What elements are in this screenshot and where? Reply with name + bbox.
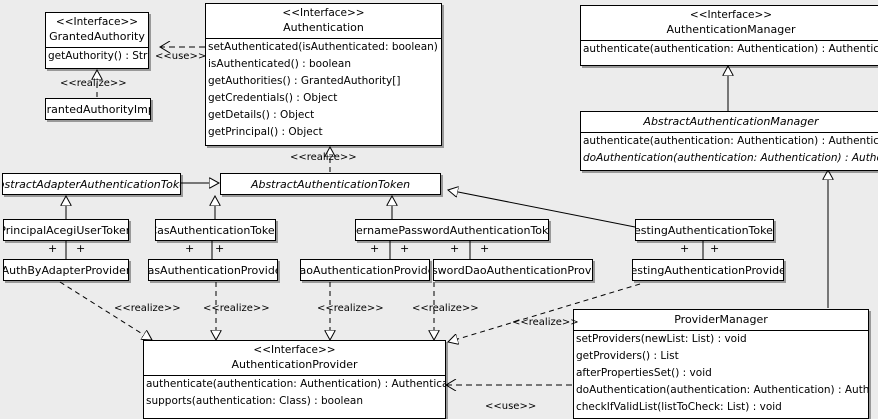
class-name: AuthenticationManager [666, 23, 796, 36]
operation: doAuthentication(authentication: Authent… [576, 384, 869, 396]
class-provider-manager[interactable]: ProviderManager setProviders(newList: Li… [573, 309, 869, 419]
class-authentication-manager[interactable]: <<Interface>> AuthenticationManager auth… [580, 5, 878, 66]
class-password-dao-authentication-provider[interactable]: PasswordDaoAuthenticationProvider [433, 259, 593, 281]
stereotype-label: <<Interface>> [55, 16, 139, 28]
class-name: PrincipalAcegiUserToken [3, 223, 129, 237]
class-principal-acegi-user-token[interactable]: PrincipalAcegiUserToken [3, 219, 129, 241]
class-name: TestingAuthenticationToken [635, 223, 774, 237]
class-name: AbstractAdapterAuthenticationToken [3, 177, 180, 191]
class-abstract-authentication-manager[interactable]: AbstractAuthenticationManager authentica… [580, 111, 878, 171]
operations-compartment: getAuthority() : String [46, 47, 148, 65]
stereotype-label: <<Interface>> [282, 7, 365, 19]
class-name: AuthByAdapterProvider [3, 263, 129, 277]
multiplicity-plus: + [185, 242, 195, 255]
operation: getDetails() : Object [208, 109, 315, 121]
operation: doAuthentication(authentication: Authent… [583, 152, 878, 164]
class-name: CasAuthenticationProvider [148, 263, 277, 277]
operation: checkIfValidList(listToCheck: List) : vo… [576, 401, 782, 413]
class-testing-authentication-token[interactable]: TestingAuthenticationToken [635, 219, 774, 241]
stereotype-label: <<Interface>> [689, 9, 773, 21]
multiplicity-plus: + [450, 242, 460, 255]
class-auth-by-adapter-provider[interactable]: AuthByAdapterProvider [3, 259, 129, 281]
class-authentication[interactable]: <<Interface>> Authentication setAuthenti… [205, 3, 442, 146]
multiplicity-plus: + [400, 242, 410, 255]
operations-compartment: authenticate(authentication: Authenticat… [144, 375, 445, 410]
class-header: <<Interface>> Authentication [206, 4, 441, 38]
class-testing-authentication-provider[interactable]: TestingAuthenticationProvider [632, 259, 784, 281]
multiplicity-plus: + [215, 242, 225, 255]
class-name: ProviderManager [674, 313, 768, 326]
class-granted-authority-impl[interactable]: GrantedAuthorityImpl [45, 98, 151, 120]
class-name: AbstractAuthenticationManager [643, 115, 819, 128]
operations-compartment: authenticate(authentication: Authenticat… [581, 132, 878, 167]
multiplicity-plus: + [370, 242, 380, 255]
class-header: <<Interface>> AuthenticationManager [581, 6, 878, 40]
multiplicity-plus: + [76, 242, 86, 255]
label-use-granted-authority: <<use>> [155, 51, 207, 62]
class-name: DaoAuthenticationProvider [300, 263, 429, 277]
class-name: GrantedAuthorityImpl [46, 102, 150, 116]
class-header: <<Interface>> GrantedAuthority [46, 13, 148, 47]
class-name: CasAuthenticationToken [155, 223, 276, 237]
operation: setProviders(newList: List) : void [576, 333, 747, 345]
operations-compartment: setProviders(newList: List) : void getPr… [574, 330, 868, 416]
label-use-provider-manager: <<use>> [485, 401, 537, 412]
class-username-password-authentication-token[interactable]: UsernamePasswordAuthenticationToken [355, 219, 549, 241]
operation: authenticate(authentication: Authenticat… [583, 135, 878, 147]
operations-compartment: setAuthenticated(isAuthenticated: boolea… [206, 38, 441, 141]
class-header: AbstractAuthenticationManager [581, 112, 878, 132]
multiplicity-plus: + [480, 242, 490, 255]
label-realize-abstract-authentication-token: <<realize>> [290, 152, 357, 163]
operations-compartment: authenticate(authentication: Authenticat… [581, 40, 878, 58]
class-granted-authority[interactable]: <<Interface>> GrantedAuthority getAuthor… [45, 12, 149, 69]
stereotype-label: <<Interface>> [253, 344, 336, 356]
class-name: TestingAuthenticationProvider [632, 263, 784, 277]
operation: getProviders() : List [576, 350, 679, 362]
class-abstract-authentication-token[interactable]: AbstractAuthenticationToken [220, 173, 441, 195]
multiplicity-plus: + [48, 242, 58, 255]
operation: isAuthenticated() : boolean [208, 58, 351, 70]
operation: authenticate(authentication: Authenticat… [583, 43, 878, 55]
label-realize-dao: <<realize>> [317, 303, 384, 314]
class-abstract-adapter-authentication-token[interactable]: AbstractAdapterAuthenticationToken [2, 173, 181, 195]
operation: supports(authentication: Class) : boolea… [146, 395, 363, 407]
label-realize-testing: <<realize>> [512, 317, 579, 328]
class-dao-authentication-provider[interactable]: DaoAuthenticationProvider [300, 259, 430, 281]
class-name: AbstractAuthenticationToken [250, 177, 411, 191]
operation: getPrincipal() : Object [208, 126, 323, 138]
operation: setAuthenticated(isAuthenticated: boolea… [208, 41, 441, 53]
operation: getCredentials() : Object [208, 92, 338, 104]
class-cas-authentication-provider[interactable]: CasAuthenticationProvider [148, 259, 278, 281]
label-realize-password-dao: <<realize>> [412, 303, 479, 314]
class-header: ProviderManager [574, 310, 868, 330]
class-cas-authentication-token[interactable]: CasAuthenticationToken [155, 219, 276, 241]
class-name: PasswordDaoAuthenticationProvider [434, 263, 592, 277]
operation: afterPropertiesSet() : void [576, 367, 712, 379]
class-name: Authentication [283, 21, 364, 34]
label-realize-cas: <<realize>> [203, 303, 270, 314]
class-name: GrantedAuthority [49, 30, 145, 43]
label-realize-auth-by-adapter: <<realize>> [114, 303, 181, 314]
class-name: UsernamePasswordAuthenticationToken [356, 223, 549, 237]
operation: getAuthorities() : GrantedAuthority[] [208, 75, 401, 87]
class-name: AuthenticationProvider [231, 358, 358, 371]
label-realize-granted-authority-impl: <<realize>> [60, 78, 127, 89]
multiplicity-plus: + [680, 242, 690, 255]
class-header: <<Interface>> AuthenticationProvider [144, 341, 445, 375]
operation: authenticate(authentication: Authenticat… [146, 378, 446, 390]
operation: getAuthority() : String [48, 50, 148, 62]
multiplicity-plus: + [710, 242, 720, 255]
class-authentication-provider[interactable]: <<Interface>> AuthenticationProvider aut… [143, 340, 446, 419]
